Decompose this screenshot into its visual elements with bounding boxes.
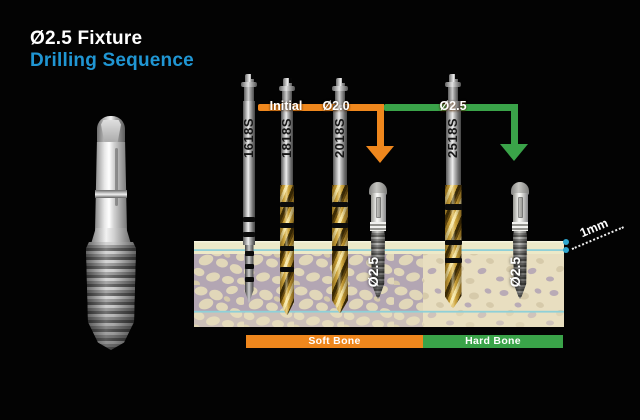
drill-neck (244, 87, 254, 102)
implant-cap (369, 182, 387, 195)
depth-mark (280, 246, 294, 251)
drill-shank-knob (282, 78, 292, 87)
bone-bottom-strip (194, 311, 564, 327)
depth-mark (243, 217, 255, 222)
implant-groove (95, 190, 127, 198)
drill-shank-collar (332, 86, 348, 91)
drill-2518s: 2518S (443, 74, 463, 308)
soft-bone-region (194, 241, 423, 327)
depth-mark (332, 223, 348, 228)
drill-neck (282, 91, 292, 106)
implant-abutment (95, 142, 127, 232)
drill-shank-notch (250, 74, 254, 79)
implant-collar (91, 228, 131, 244)
drill-shank-notch (454, 74, 458, 79)
step-label-d25: Ø2.5 (439, 99, 467, 113)
drill-neck (448, 87, 458, 102)
implant-threads (86, 242, 136, 350)
depth-mark (280, 202, 294, 207)
drill-shank-notch (288, 78, 292, 83)
implant-diameter-label: Ø2.5 (365, 256, 381, 288)
down-arrow-icon-orange (366, 146, 394, 163)
implant-threads (371, 231, 385, 299)
implant-diameter-label: Ø2.5 (507, 256, 523, 288)
drill-1818s: 1818S (277, 78, 297, 315)
drill-shank-collar (279, 86, 295, 91)
implant-slot (115, 148, 118, 206)
drill-pilot-blade (244, 245, 254, 303)
soft-bone-bar: Soft Bone (246, 335, 423, 348)
soft-bone-arrow-stem (376, 104, 384, 147)
drill-shank-knob (244, 74, 254, 83)
sequence-line-soft-bone (258, 104, 384, 111)
depth-mark (244, 264, 254, 269)
depth-mark (444, 240, 462, 245)
implant-collar-rings (512, 222, 528, 231)
drill-shaft (333, 105, 347, 185)
implant-collar-rings (370, 222, 386, 231)
placed-implant-soft-bone: Ø2.5 (365, 182, 389, 304)
step-label-d20: Ø2.0 (322, 99, 350, 113)
drill-1618s: 1618S (239, 74, 259, 305)
marker-dot-bottom (563, 247, 569, 253)
implant-slot (517, 197, 523, 218)
depth-mark (444, 204, 462, 210)
page-title: Ø2.5 Fixture Drilling Sequence (30, 28, 194, 72)
implant-cap (511, 182, 529, 195)
drill-shank-notch (341, 78, 345, 83)
implant-slot (375, 197, 381, 218)
down-arrow-icon-green (500, 144, 528, 161)
step-label-initial: Initial (269, 99, 303, 113)
depth-mark (332, 202, 348, 207)
drill-shaft (281, 105, 293, 185)
depth-mark (280, 223, 294, 228)
implant-fixture-illustration (85, 116, 137, 350)
drill-2018s: 2018S (330, 78, 350, 313)
hard-bone-arrow-stem (510, 104, 518, 146)
drill-shank-collar (445, 82, 461, 87)
depth-mark (244, 251, 254, 256)
drilling-sequence-subtitle: Drilling Sequence (30, 50, 194, 71)
drill-neck (335, 91, 345, 106)
drill-shank-knob (448, 74, 458, 83)
depth-mark (243, 232, 255, 237)
drill-shank-knob (335, 78, 345, 87)
depth-mark (332, 246, 348, 251)
depth-guide-line-bottom (194, 310, 564, 313)
marker-dot-top (563, 238, 569, 245)
drill-shaft (243, 101, 255, 245)
fixture-title: Ø2.5 Fixture (30, 28, 143, 49)
implant-threads (513, 231, 527, 299)
placed-implant-hard-bone: Ø2.5 (507, 182, 531, 304)
hard-bone-bar: Hard Bone (423, 335, 563, 348)
drill-gold-flute (444, 185, 462, 308)
depth-mark (244, 277, 254, 282)
drill-shaft (445, 101, 461, 185)
depth-mark (280, 267, 294, 272)
depth-mark (444, 258, 462, 263)
drill-shank-collar (241, 82, 257, 87)
